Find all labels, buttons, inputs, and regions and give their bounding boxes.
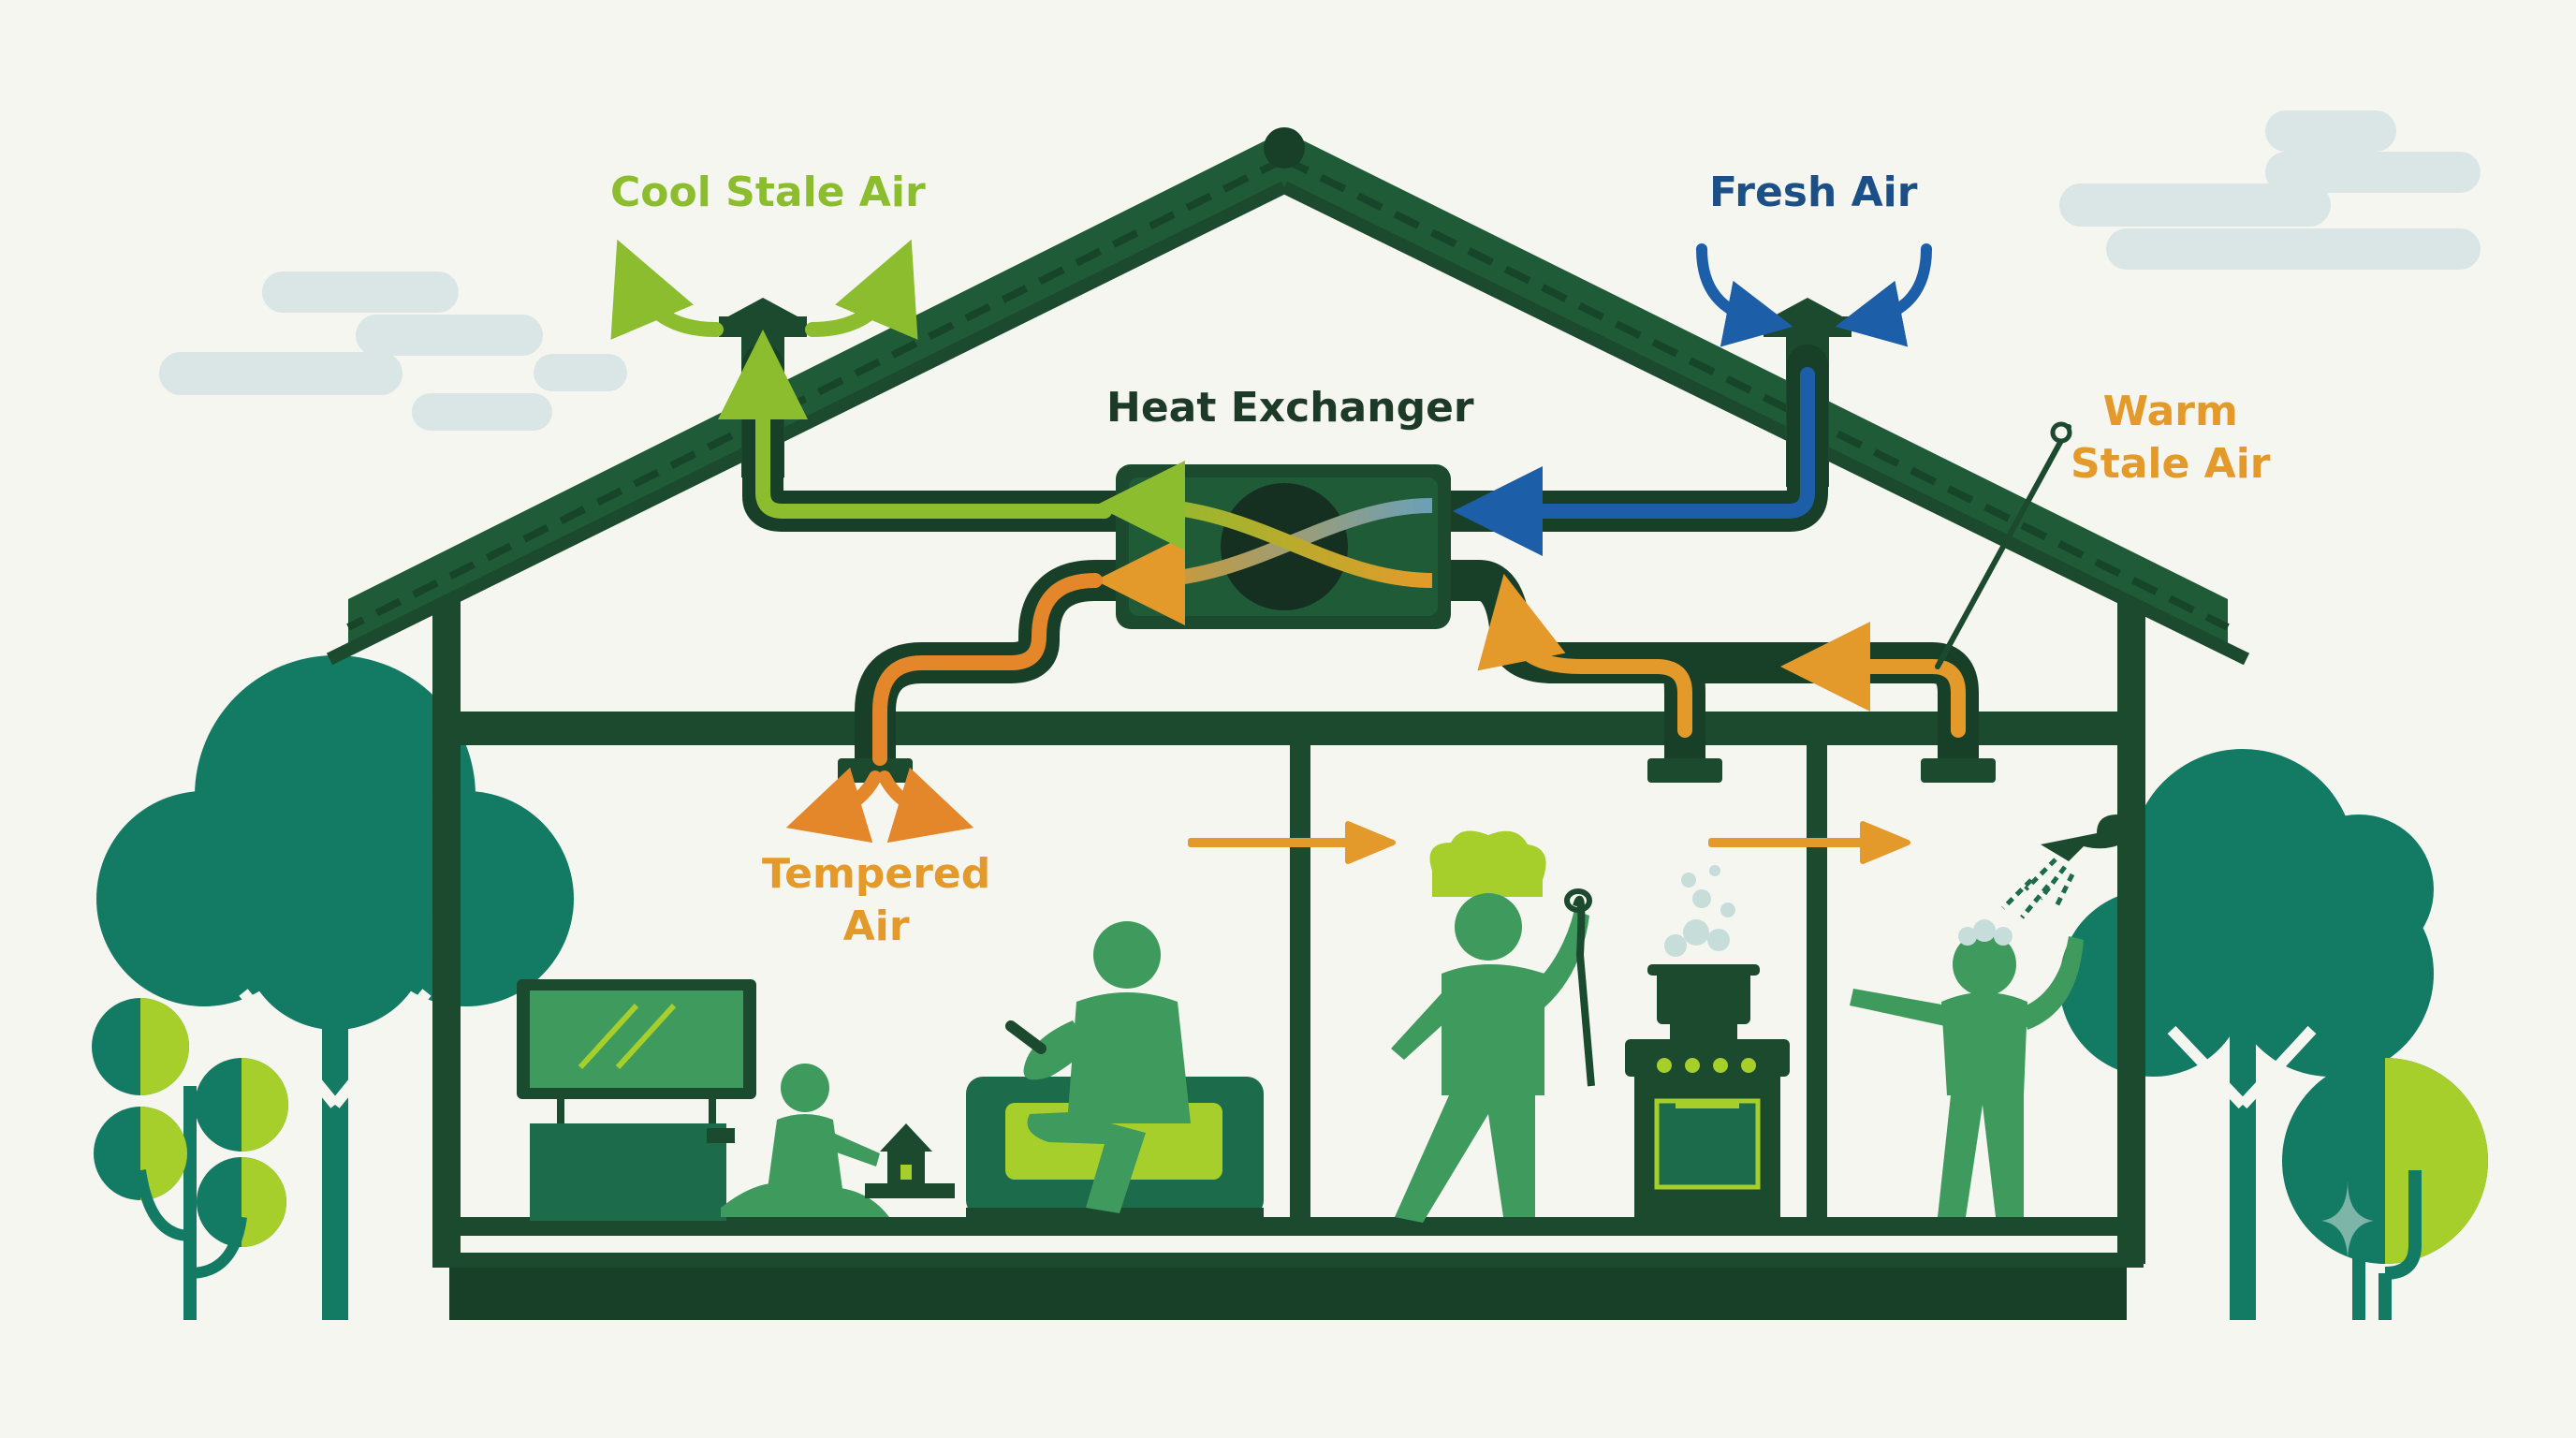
shower-head-icon: [2001, 814, 2129, 919]
warm-air-arrow: [1477, 421, 2072, 738]
cool-stale-air-label: Cool Stale Air: [610, 169, 926, 216]
tempered-air-line-2: Air: [842, 902, 910, 950]
cloud-icon: [159, 271, 627, 431]
tempered-air-label: Tempered Air: [762, 848, 990, 953]
warm-stale-air-line-2: Stale Air: [2071, 440, 2271, 488]
cool-air-arrow: [610, 239, 1112, 519]
heat-exchanger-label: Heat Exchanger: [1106, 384, 1474, 432]
person-showering-icon: [1850, 919, 2084, 1217]
person-on-sofa-icon: [966, 921, 1264, 1225]
stove-icon: [1625, 1039, 1790, 1217]
tv-icon: [517, 979, 756, 1221]
roof: [326, 127, 2250, 666]
fresh-air-label: Fresh Air: [1709, 169, 1918, 216]
tempered-air-line-1: Tempered: [762, 850, 991, 898]
tempered-air-arrow: [785, 573, 1103, 844]
room-flow-arrow: [1188, 821, 1910, 864]
warm-stale-air-label: Warm Stale Air: [2071, 386, 2271, 491]
tree-icon: [96, 655, 574, 1320]
cloud-icon: [2059, 110, 2481, 270]
child-playing-icon: [707, 1064, 889, 1217]
sparkle-icon: [2321, 1180, 2374, 1262]
toy-house-icon: [865, 1123, 955, 1198]
house-frame: [432, 599, 2145, 1264]
house-foundation: [449, 1262, 2127, 1320]
tree-icon: [2282, 1058, 2488, 1320]
warm-stale-air-line-1: Warm: [2102, 388, 2238, 435]
chef-icon: [1391, 830, 1595, 1223]
fresh-air-arrow: [1453, 243, 1932, 556]
cooking-pot-icon: [1647, 865, 1760, 1039]
heat-exchanger-core-icon: [1095, 461, 1451, 629]
tree-icon: [92, 998, 288, 1320]
tree-icon: [2059, 749, 2434, 1320]
